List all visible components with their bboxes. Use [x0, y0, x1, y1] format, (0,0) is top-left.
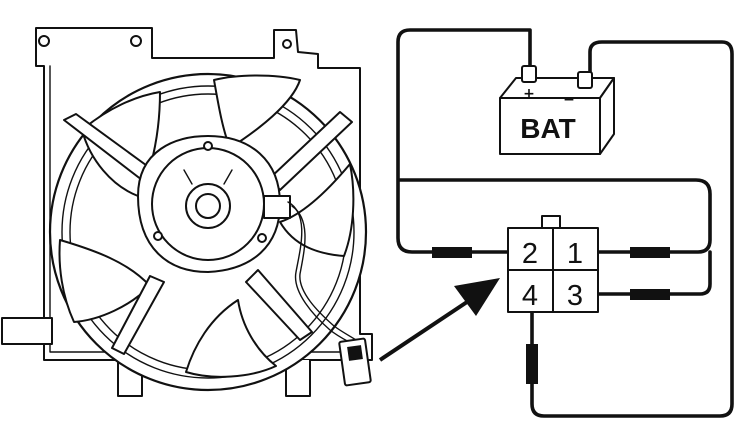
fan-motor	[137, 135, 291, 273]
wire-pin3	[596, 250, 712, 296]
battery-positive-symbol: +	[523, 86, 535, 102]
fan-support-struts	[63, 111, 353, 355]
wire-markers	[432, 247, 670, 384]
fan-connector-plug	[338, 337, 372, 387]
side-bracket	[1, 317, 53, 345]
radiator-fan-assembly	[1, 27, 373, 397]
motor-wire-harness	[287, 201, 357, 347]
connector-pin-1: 1	[567, 238, 583, 270]
battery-negative-terminal	[577, 71, 593, 89]
wiring-schematic: + − BAT 2 1 4 3	[396, 28, 734, 418]
battery-positive-terminal	[521, 65, 537, 83]
pointer-arrow	[378, 278, 500, 362]
fan-blades	[58, 74, 355, 378]
battery-negative-symbol: −	[563, 92, 575, 108]
battery: + − BAT	[499, 65, 615, 155]
connector-pin-2: 2	[522, 238, 538, 270]
connector-pin-3: 3	[567, 280, 583, 312]
wire-battery-positive	[396, 28, 532, 254]
wire-battery-negative	[530, 40, 734, 418]
battery-label: BAT	[520, 113, 575, 144]
connector-4pin: 2 1 4 3	[507, 215, 599, 313]
fan-ring-inner	[61, 85, 355, 379]
connector-pin-4: 4	[522, 280, 538, 312]
wire-bus-to-pin1	[398, 178, 712, 254]
